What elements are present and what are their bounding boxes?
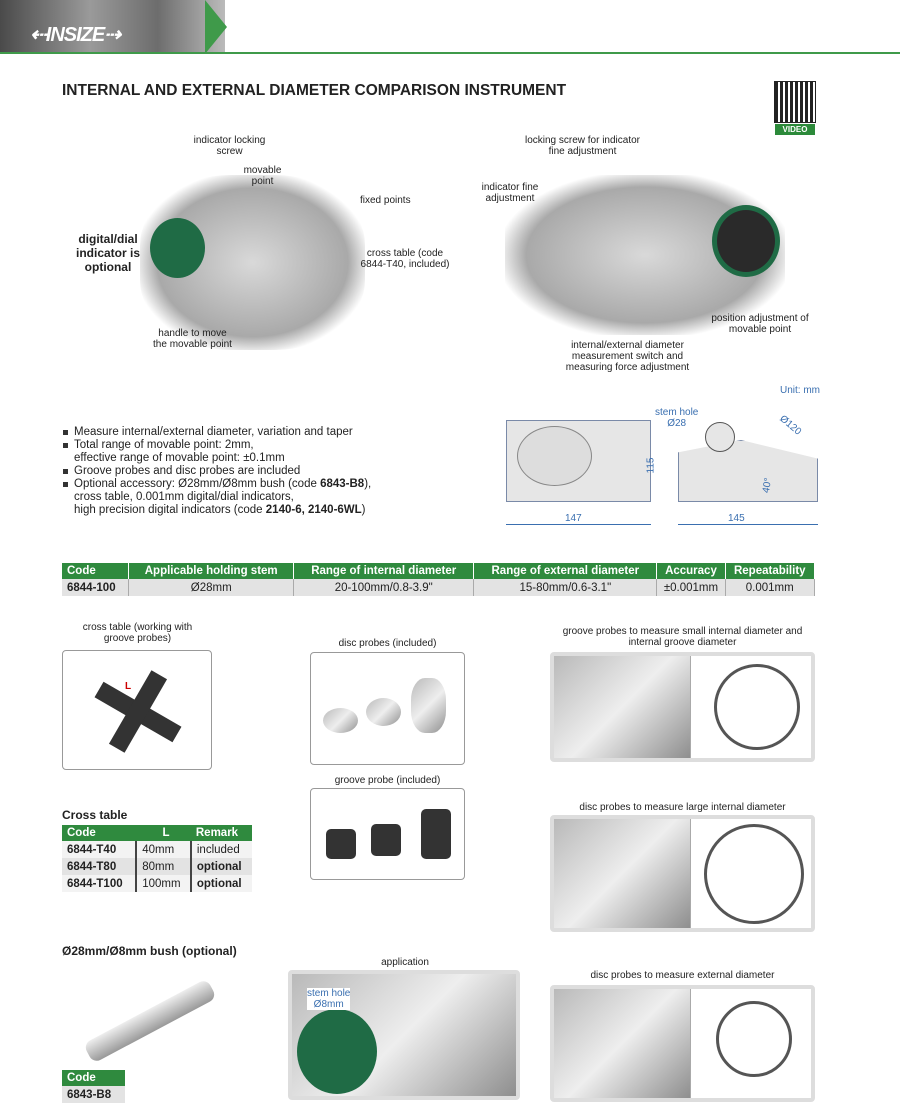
brand-logo: ⇠INSIZE⇢ <box>30 24 121 46</box>
cell: 20-100mm/0.8-3.9" <box>293 579 475 596</box>
groove-measure-image <box>550 652 815 762</box>
cell: optional <box>190 858 252 875</box>
dim-height: 115 <box>645 457 657 474</box>
label-movable-point: movable point <box>243 165 282 187</box>
cell: 6844-T40 <box>62 841 138 858</box>
cell: optional <box>190 875 252 892</box>
cross-table-title: Cross table <box>62 808 128 822</box>
cell: 6844-T80 <box>62 858 138 875</box>
table-header-row: Code Applicable holding stem Range of in… <box>62 563 816 579</box>
col-internal: Range of internal diameter <box>293 563 475 579</box>
caption-groove-probe: groove probe (included) <box>334 775 441 786</box>
feature-list: Measure internal/external diameter, vari… <box>62 426 371 517</box>
bush-image <box>83 978 217 1064</box>
cell: Ø28mm <box>128 579 295 596</box>
table-row: 6843-B8 <box>62 1086 125 1103</box>
caption-disc-external: disc probes to measure external diameter <box>590 970 775 981</box>
page-title: INTERNAL AND EXTERNAL DIAMETER COMPARISO… <box>62 82 567 99</box>
brand-name: INSIZE <box>45 24 105 46</box>
cell: 80mm <box>136 858 192 875</box>
cell: included <box>190 841 252 858</box>
label-fixed-points: fixed points <box>360 195 411 206</box>
col-accuracy: Accuracy <box>656 563 726 579</box>
disc-external-image <box>550 985 815 1102</box>
cell: 40mm <box>136 841 192 858</box>
feature-item: Measure internal/external diameter, vari… <box>62 426 371 439</box>
label-cross-table: cross table (code 6844-T40, included) <box>360 248 450 270</box>
dim-line <box>678 524 818 525</box>
caption-disc-large: disc probes to measure large internal di… <box>579 802 786 813</box>
col-code: Code <box>62 825 137 841</box>
feature-item: Groove probes and disc probes are includ… <box>62 465 371 478</box>
caption-groove-measure: groove probes to measure small internal … <box>562 626 803 648</box>
col-stem: Applicable holding stem <box>128 563 295 579</box>
label-handle: handle to move the movable point <box>153 328 232 350</box>
label-fine-adjustment: indicator fine adjustment <box>481 182 539 204</box>
col-L: L <box>136 825 191 841</box>
cell: 15-80mm/0.6-3.1" <box>473 579 658 596</box>
dial-indicator-image <box>712 205 780 277</box>
col-code: Code <box>62 563 130 579</box>
optional-indicator-note: digital/dial indicator is optional <box>75 232 140 274</box>
cell: 6844-100 <box>62 579 130 596</box>
header-divider <box>0 52 900 54</box>
cell: 100mm <box>136 875 192 892</box>
groove-probe-image <box>310 788 465 880</box>
label-locking-screw-fine: locking screw for indicator fine adjustm… <box>524 135 641 157</box>
label-indicator-locking-screw: indicator locking screw <box>193 135 266 157</box>
dim-width-side: 145 <box>728 513 745 524</box>
unit-label: Unit: mm <box>780 385 820 396</box>
cell: 6843-B8 <box>62 1086 125 1103</box>
disc-large-image <box>550 815 815 932</box>
cross-table-image: L <box>62 650 212 770</box>
digital-indicator-image <box>150 218 205 278</box>
qr-code-icon[interactable] <box>774 81 816 123</box>
caption-application: application <box>381 957 429 968</box>
dim-diameter: Ø120 <box>777 413 804 438</box>
video-label: VIDEO <box>775 124 815 135</box>
cell: 6844-T100 <box>62 875 138 892</box>
disc-probes-image <box>310 652 465 765</box>
caption-disc-probes: disc probes (included) <box>338 638 437 649</box>
header-chevron <box>205 0 227 54</box>
spec-table: Code Applicable holding stem Range of in… <box>62 563 816 596</box>
dimension-L-label: L <box>125 681 132 692</box>
dim-width-front: 147 <box>565 513 582 524</box>
col-remark: Remark <box>190 825 252 841</box>
caption-cross-table: cross table (working with groove probes) <box>82 622 193 644</box>
header-banner-image <box>0 0 225 53</box>
stem-hole-drawing <box>705 422 735 452</box>
bush-code-table: Code 6843-B8 <box>62 1070 125 1103</box>
col-external: Range of external diameter <box>473 563 658 579</box>
table-row: 6844-100 Ø28mm 20-100mm/0.8-3.9" 15-80mm… <box>62 579 816 596</box>
bush-title: Ø28mm/Ø8mm bush (optional) <box>62 944 237 958</box>
front-view-drawing <box>506 420 651 502</box>
side-view-drawing <box>678 440 818 502</box>
col-code: Code <box>62 1070 125 1086</box>
feature-item: Optional accessory: Ø28mm/Ø8mm bush (cod… <box>62 478 371 517</box>
label-measurement-switch: internal/external diameter measurement s… <box>565 340 690 373</box>
feature-item: Total range of movable point: 2mm,effect… <box>62 439 371 465</box>
label-position-adjustment: position adjustment of movable point <box>711 313 809 335</box>
col-repeatability: Repeatability <box>725 563 816 579</box>
dim-line <box>506 524 651 525</box>
cell: 0.001mm <box>725 579 816 596</box>
cell: ±0.001mm <box>656 579 726 596</box>
